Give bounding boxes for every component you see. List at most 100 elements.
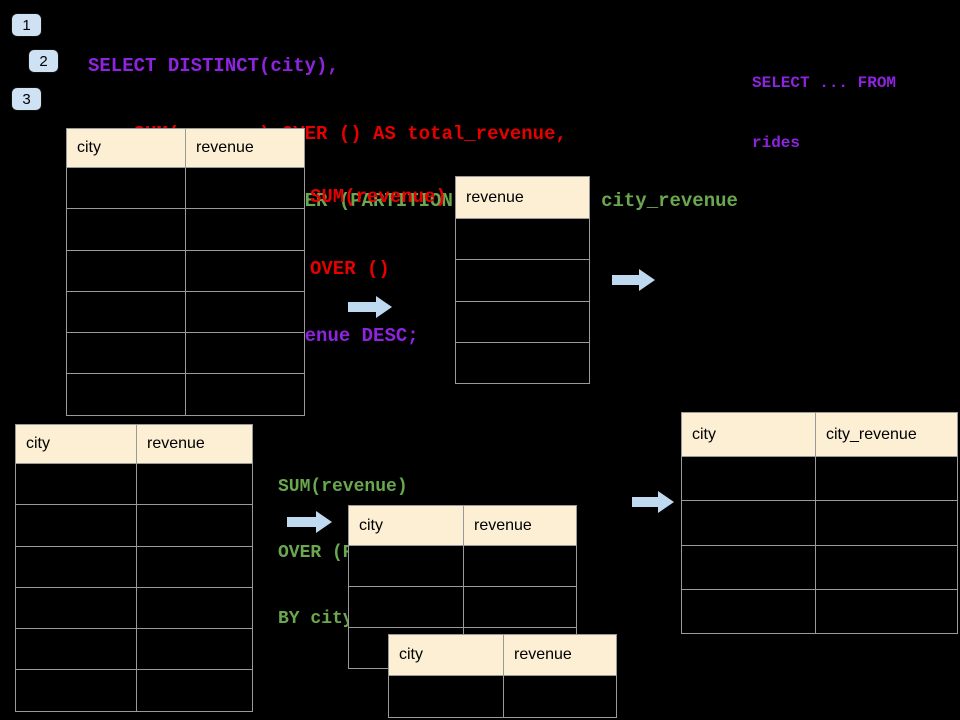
table-cell <box>816 501 958 546</box>
table-source-top: city revenue <box>66 128 305 416</box>
annotation-total-line-2: OVER () <box>310 258 390 280</box>
flow-arrow-icon <box>632 491 674 513</box>
table-cell <box>137 505 253 547</box>
flow-arrow-icon <box>612 269 655 291</box>
table-row <box>456 260 590 302</box>
table-cell <box>67 333 186 375</box>
column-header-city: city <box>67 129 186 168</box>
step-badge-2: 2 <box>28 49 59 73</box>
table-row <box>16 546 253 588</box>
table-cell <box>186 374 305 416</box>
table-cell <box>67 209 186 251</box>
arrow-head <box>376 296 392 318</box>
table-cell <box>816 457 958 502</box>
annotation-total-revenue: SUM(revenue) OVER () <box>310 137 447 305</box>
table-cell <box>349 546 464 587</box>
table-cell <box>682 545 816 590</box>
column-header-city: city <box>349 506 464 546</box>
arrow-shaft <box>348 302 378 312</box>
table-row <box>456 219 590 261</box>
table-header-row: revenue <box>456 177 590 219</box>
table-cell <box>16 670 137 712</box>
table-cell <box>456 219 590 261</box>
table-cell <box>16 546 137 588</box>
flow-arrow-icon <box>287 511 332 533</box>
table-row <box>67 333 305 375</box>
column-header-city: city <box>389 635 504 676</box>
table-cell <box>137 670 253 712</box>
table-cell <box>464 587 577 628</box>
table-row <box>16 670 253 712</box>
table-header-row: city revenue <box>349 506 577 546</box>
table-cell <box>464 546 577 587</box>
side-note-line-2: rides <box>752 134 801 152</box>
table-cell <box>504 676 617 718</box>
table-row <box>67 291 305 334</box>
table-cell <box>186 209 305 251</box>
table-cell <box>186 333 305 375</box>
table-revenue-only: revenue <box>455 176 590 385</box>
table-cell <box>137 629 253 671</box>
table-row <box>16 464 253 506</box>
table-cell <box>67 374 186 416</box>
table-row <box>389 676 617 718</box>
table-header-row: city city_revenue <box>682 413 958 457</box>
column-header-city: city <box>16 425 137 464</box>
arrow-shaft <box>287 517 318 527</box>
table-row <box>67 168 305 210</box>
step-badge-1: 1 <box>11 13 42 37</box>
column-header-city: city <box>682 413 816 457</box>
table-header-row: city revenue <box>67 129 305 168</box>
table-cell <box>816 589 958 635</box>
column-header-city-revenue: city_revenue <box>816 413 958 457</box>
table-cell <box>349 587 464 628</box>
table-cell <box>456 301 590 343</box>
table-row <box>67 374 305 416</box>
table-cell <box>682 457 816 502</box>
arrow-shaft <box>612 275 641 285</box>
side-note-select-from-rides: SELECT ... FROM rides <box>752 33 896 173</box>
table-row <box>16 587 253 630</box>
column-header-revenue: revenue <box>504 635 617 676</box>
table-cell <box>389 676 504 718</box>
table-row <box>682 545 958 590</box>
table-result-right: city city_revenue <box>681 412 958 635</box>
table-cell <box>186 168 305 210</box>
side-note-line-1: SELECT ... FROM <box>752 74 897 92</box>
table-row <box>682 501 958 546</box>
table-cell <box>67 250 186 292</box>
column-header-revenue: revenue <box>464 506 577 546</box>
table-row <box>349 587 577 628</box>
column-header-revenue: revenue <box>137 425 253 464</box>
table-partition-overlap: city revenue <box>388 634 617 718</box>
table-cell <box>456 260 590 302</box>
table-row <box>67 250 305 292</box>
column-header-revenue: revenue <box>186 129 305 168</box>
arrow-head <box>316 511 332 533</box>
table-cell <box>816 545 958 590</box>
table-header-row: city revenue <box>16 425 253 464</box>
table-row <box>456 342 590 385</box>
table-source-bottom: city revenue <box>15 424 253 712</box>
table-cell <box>67 168 186 210</box>
arrow-shaft <box>632 497 660 507</box>
sql-line-select: SELECT DISTINCT(city), <box>88 55 339 77</box>
table-cell <box>186 291 305 334</box>
table-cell <box>682 589 816 635</box>
arrow-head <box>658 491 674 513</box>
table-cell <box>16 629 137 671</box>
table-cell <box>137 587 253 630</box>
table-cell <box>16 505 137 547</box>
table-header-row: city revenue <box>389 635 617 676</box>
flow-arrow-icon <box>348 296 392 318</box>
table-row <box>682 589 958 635</box>
step-badge-3: 3 <box>11 87 42 111</box>
table-cell <box>137 464 253 506</box>
annotation-partition-line-1: SUM(revenue) <box>278 477 408 497</box>
column-header-revenue: revenue <box>456 177 590 219</box>
table-row <box>349 546 577 587</box>
table-cell <box>16 587 137 630</box>
table-row <box>67 209 305 251</box>
table-row <box>16 629 253 671</box>
